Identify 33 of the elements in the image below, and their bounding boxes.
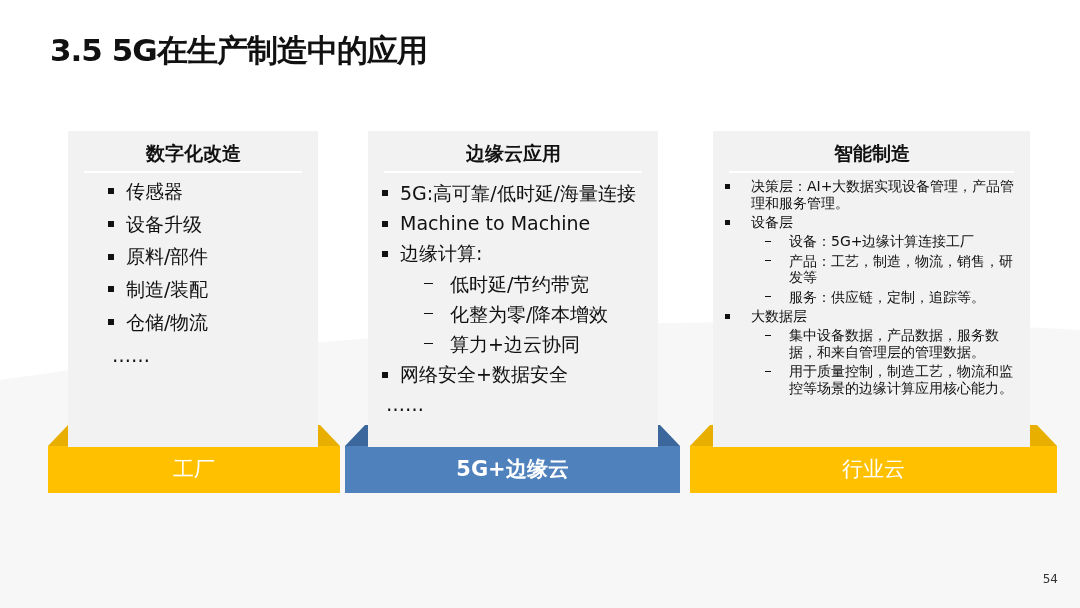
band-label: 行业云 (841, 456, 906, 483)
band-label: 工厂 (172, 456, 216, 483)
list-item: …… (112, 343, 151, 367)
list-item: 传感器 (126, 180, 184, 203)
card-heading: 数字化改造 (144, 141, 242, 166)
band-label: 5G+边缘云 (455, 456, 570, 483)
list-item: Machine to Machine (400, 212, 592, 235)
list-item: 设备层 (751, 214, 794, 231)
list-item: 化整为零/降本增效 (450, 302, 610, 326)
card (713, 131, 1030, 447)
list-item: 边缘计算: (400, 242, 484, 266)
list-item: 服务：供应链，定制，追踪等。 (789, 288, 986, 306)
list-item: 决策层：AI+大数据实现设备管理，产品管理和服务管理。 (751, 178, 1016, 212)
list-item: 集中设备数据，产品数据，服务数据，和来自管理层的管理数据。 (789, 327, 1000, 361)
list-item: 设备升级 (126, 212, 203, 236)
list-item: 5G:高可靠/低时延/海量连接 (400, 182, 637, 205)
list-item: 网络安全+数据安全 (400, 363, 569, 386)
list-item: 低时延/节约带宽 (450, 272, 591, 296)
card (68, 131, 318, 447)
card (368, 131, 658, 447)
list-item: 制造/装配 (126, 278, 210, 301)
list-item: 原料/部件 (126, 245, 210, 269)
list-item: 用于质量控制，制造工艺，物流和监控等场景的边缘计算应用核心能力。 (789, 363, 1014, 397)
list-item: 仓储/物流 (126, 310, 210, 334)
list-item: 产品：工艺，制造，物流，销售，研发等 (789, 252, 1014, 287)
page-number: 54 (1042, 572, 1058, 586)
card-heading: 智能制造 (832, 141, 911, 166)
list-item: 设备：5G+边缘计算连接工厂 (789, 233, 976, 251)
card-heading: 边缘云应用 (464, 141, 562, 166)
list-item: 大数据层 (751, 308, 808, 325)
list-item: 算力+边云协同 (450, 333, 581, 356)
list-item: …… (386, 393, 425, 417)
slide-title: 3.5 5G在生产制造中的应用 (50, 31, 427, 70)
